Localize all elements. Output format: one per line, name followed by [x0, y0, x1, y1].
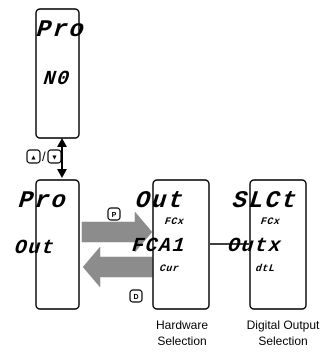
captions: Hardware Selection Digital Output Select… [156, 318, 320, 348]
p-key-label: P [112, 212, 117, 219]
vertical-double-arrow [57, 138, 67, 178]
display-hardware-sub2: Cur [159, 264, 180, 275]
caption-digital-line1: Digital Output [247, 318, 320, 332]
display-pro-out-line1: Pro [17, 188, 69, 215]
up-key-icon [26, 149, 41, 164]
display-digital-line1: SLCt [231, 188, 299, 215]
display-hardware-sub1: FCx [164, 217, 185, 228]
display-hardware-line2: FCA1 [131, 235, 187, 258]
up-down-keys: ▲ / ▼ [26, 149, 62, 164]
display-pro-no-line1: Pro [35, 17, 87, 44]
caption-hardware-line2: Selection [157, 334, 206, 348]
display-pro-out-line2: Out [14, 237, 57, 260]
display-digital-sub2: dtL [255, 263, 276, 275]
down-key-icon [47, 149, 62, 164]
forward-arrow-icon [81, 211, 153, 253]
d-key: D [129, 289, 143, 303]
key-slash: / [42, 149, 46, 164]
up-key-label: ▲ [30, 155, 37, 162]
display-pro-out: Pro Out [14, 179, 80, 310]
caption-hardware-line1: Hardware [156, 318, 208, 332]
d-key-icon [129, 289, 143, 303]
display-pro-no-line2: N0 [42, 68, 71, 91]
display-hardware-line1: Out [134, 188, 186, 215]
display-digital: SLCt FCx Outx dtL [227, 179, 307, 310]
p-key-icon [107, 207, 121, 221]
caption-digital-line2: Selection [258, 334, 307, 348]
display-digital-line2: Outx [227, 235, 283, 258]
down-key-label: ▼ [51, 155, 58, 162]
display-hardware: Out FCx FCA1 Cur [131, 179, 210, 310]
display-digital-sub1: FCx [260, 217, 281, 228]
d-key-label: D [133, 294, 138, 301]
p-key: P [107, 207, 121, 221]
back-arrow-icon [82, 246, 153, 288]
horizontal-arrows [81, 211, 153, 288]
display-pro-no: Pro N0 [35, 8, 87, 139]
